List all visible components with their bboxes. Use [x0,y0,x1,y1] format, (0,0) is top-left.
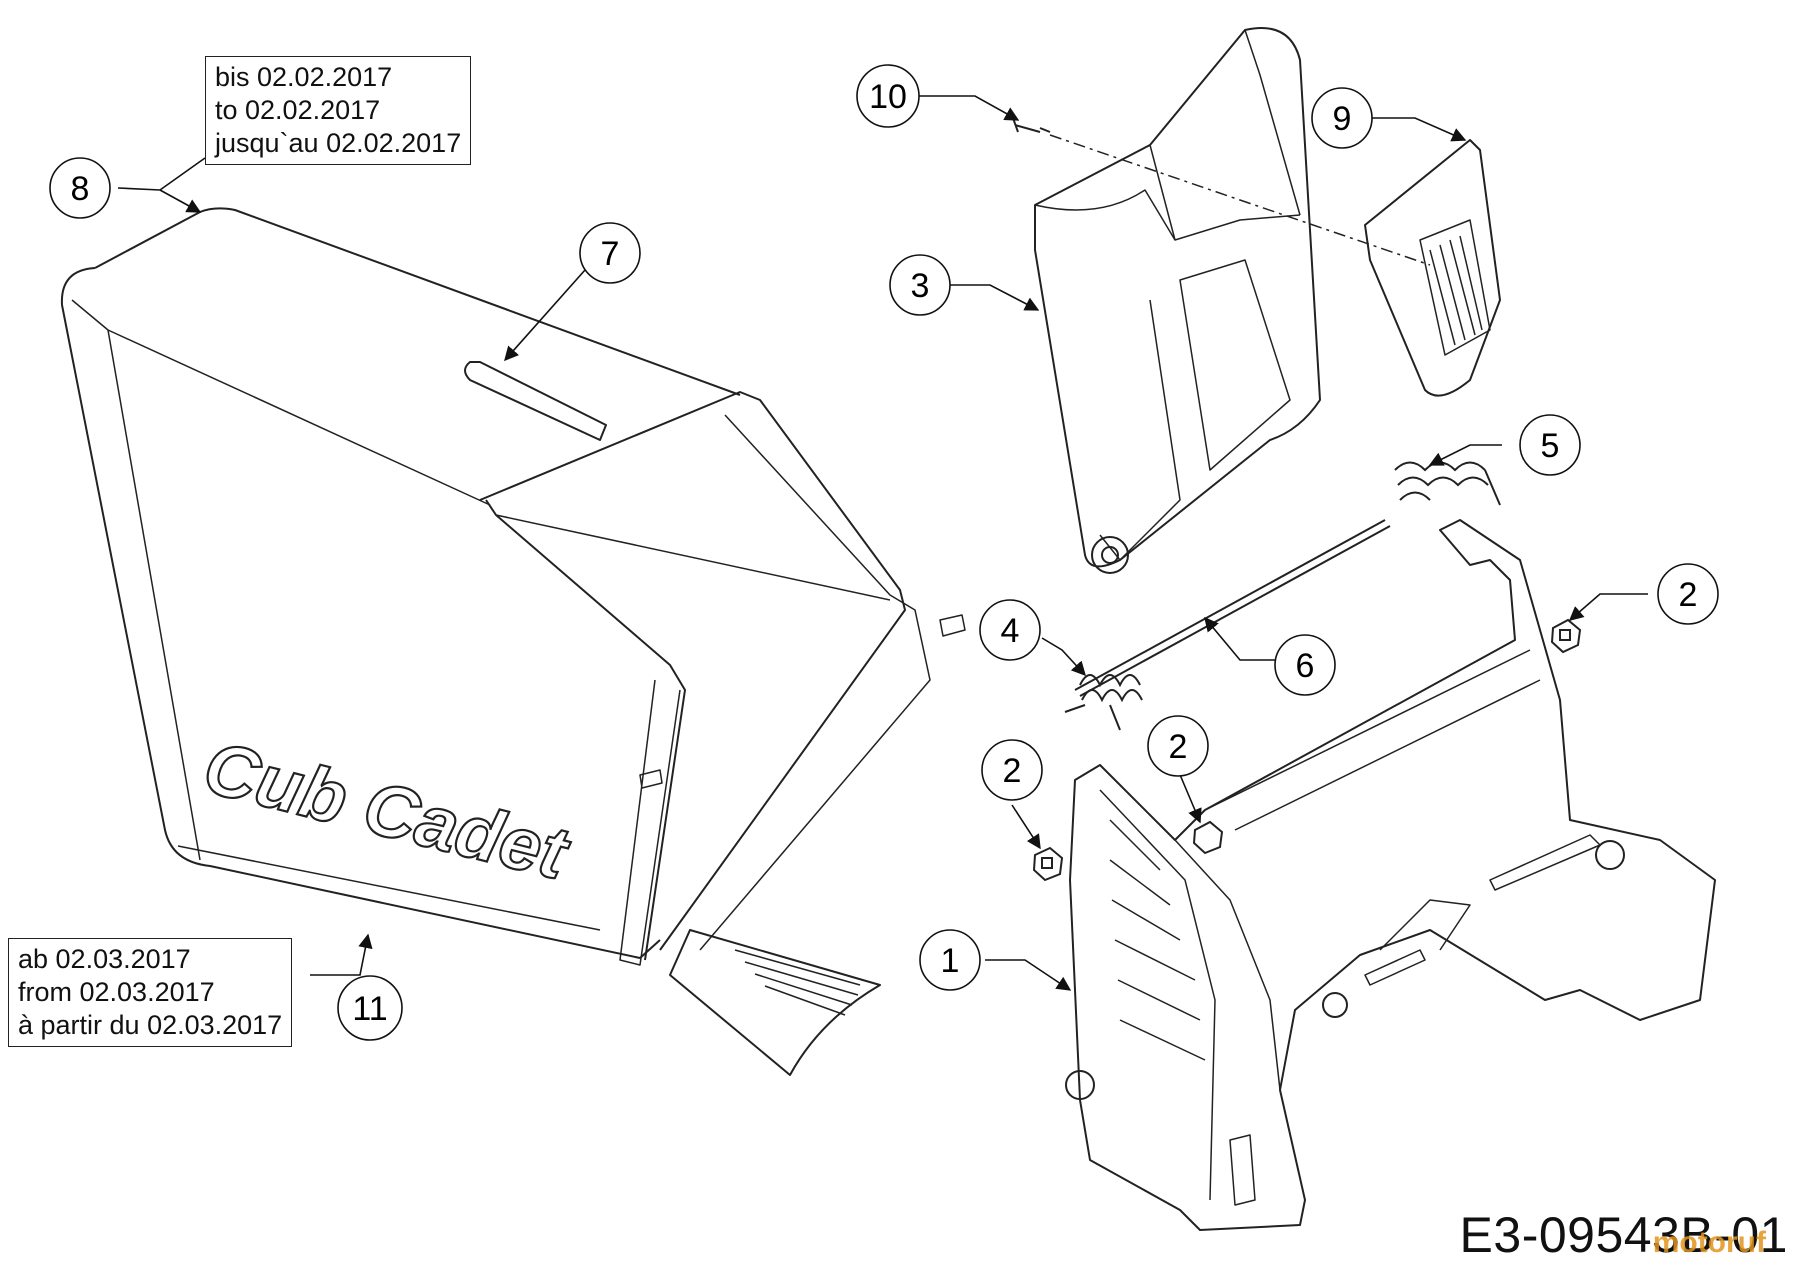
note-line: to 02.02.2017 [215,95,381,125]
frame-pin [939,614,966,637]
note-line: ab 02.03.2017 [18,944,191,974]
grip-inner [1419,219,1491,356]
svg-text:11: 11 [352,990,387,1028]
bag-frame-front [485,499,686,961]
bag-frame-bar [495,514,891,601]
callout-8: 8 [49,157,111,219]
callout-10: 10 [856,64,920,128]
svg-text:2: 2 [1003,752,1022,790]
baffle-boss [1595,840,1625,870]
callout-5: 5 [1519,414,1581,476]
baffle-bar [1204,649,1541,831]
callout-1: 1 [919,929,981,991]
note-line: from 02.03.2017 [18,977,215,1007]
lid-top-panel [1034,189,1301,241]
bag-frame-inner [699,414,931,951]
baffle-slot-2 [1489,834,1601,891]
note-line: jusqu`au 02.02.2017 [215,128,462,158]
svg-text:1: 1 [941,942,960,980]
spring-4 [1064,674,1143,731]
baffle-rib-1 [1099,789,1216,1201]
callout-2-left: 2 [981,739,1043,801]
spring-5 [1394,461,1501,506]
baffle-slot [1379,899,1471,951]
svg-text:2: 2 [1169,728,1188,766]
baffle-ribs [1109,819,1206,1061]
svg-text:8: 8 [71,170,90,208]
bag-handle [464,361,607,441]
bag-bottom-seam [177,845,601,931]
nut-2-left [1032,846,1064,882]
callout-9: 9 [1311,87,1373,149]
lid-hinge-hole [1101,546,1119,564]
note-line: bis 02.02.2017 [215,62,393,92]
callout-2-middle: 2 [1147,715,1209,777]
nut-2-middle [1192,820,1224,855]
callouts: 8 7 11 10 9 3 5 6 4 2 2 2 1 [49,64,1719,1041]
baffle-slot-3 [1364,949,1426,986]
baffle-outline [1069,519,1716,1231]
callout-4: 4 [979,599,1041,661]
bag-frame-right [479,391,906,951]
lid-cover [1034,27,1321,574]
callout-7: 7 [579,222,641,284]
svg-text:2: 2 [1679,576,1698,614]
rod-6 [1074,519,1391,697]
svg-text:9: 9 [1333,100,1352,138]
watermark: motoruf [1652,1226,1766,1259]
lid-hinge [1091,536,1129,574]
validity-note-from: ab 02.03.2017 from 02.03.2017 à partir d… [8,938,293,1047]
bag-body-outline [60,267,661,959]
rear-baffle [1065,519,1716,1231]
callout-6: 6 [1274,634,1336,696]
grip-ribs [1429,235,1483,346]
callout-11: 11 [337,975,403,1041]
svg-text:5: 5 [1541,427,1560,465]
svg-text:Cub Cadet: Cub Cadet [196,725,578,896]
nut-2-right [1550,618,1582,654]
frame-pin-left [639,769,663,789]
drawing-code: E3-09543B-01 [1459,1207,1788,1263]
callout-2-right: 2 [1657,563,1719,625]
validity-note-until: bis 02.02.2017 to 02.02.2017 jusqu`au 02… [205,56,472,165]
handle-grip [1364,139,1501,397]
svg-text:3: 3 [911,267,930,305]
note-line: à partir du 02.03.2017 [18,1010,283,1040]
baffle-boss-2 [1322,992,1348,1018]
baffle-tab [1229,1134,1256,1206]
lid-ridge [1149,29,1301,241]
bag-side-seam [71,299,201,861]
baffle-arm [1174,839,1281,1091]
svg-text:10: 10 [869,78,907,116]
bag-chute [669,929,881,1076]
svg-text:4: 4 [1001,612,1020,650]
bag-top-edge [94,207,741,396]
screw-10 [1012,117,1431,266]
bag-frame-post [619,679,681,966]
grip-outline [1364,139,1501,397]
svg-text:6: 6 [1296,647,1315,685]
cub-cadet-logo: Cub Cadet [195,724,580,897]
lid-outline [1034,27,1321,568]
svg-text:7: 7 [601,235,620,273]
baffle-pivot [1065,1070,1095,1100]
callout-3: 3 [889,254,951,316]
chute-slots [734,949,861,1016]
leader-lines [117,95,1648,991]
bag-top-seam [107,329,491,506]
lid-window [1179,259,1291,471]
